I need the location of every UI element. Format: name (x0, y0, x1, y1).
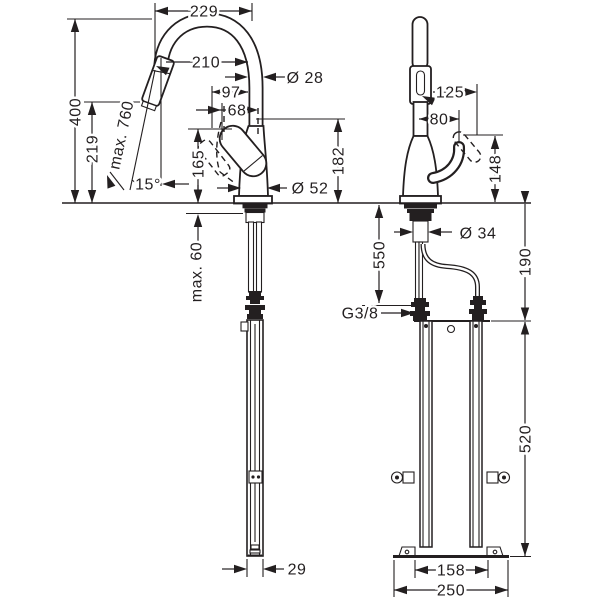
dim-label-max760: max. 760 (106, 99, 137, 171)
dim-label-210: 210 (192, 55, 220, 72)
dim-label-dia28: Ø 28 (287, 70, 324, 87)
dim-label-97: 97 (222, 85, 241, 102)
dim-label-520: 520 (518, 425, 535, 453)
angle-construction-lines (129, 58, 162, 191)
dim-label-229: 229 (190, 4, 218, 21)
mounting-box (390, 320, 511, 558)
countertop (62, 202, 531, 215)
dim-label-125: 125 (436, 85, 464, 102)
spray-head (140, 55, 175, 112)
front-view (140, 12, 273, 557)
dim-label-29: 29 (288, 562, 307, 579)
dim-label-148: 148 (488, 155, 505, 183)
dim-label-15deg: 15° (135, 177, 161, 194)
dim-label-max60: max. 60 (189, 242, 206, 302)
dim-label-550: 550 (372, 241, 389, 269)
dim-label-158: 158 (437, 563, 465, 580)
dim-label-80: 80 (430, 112, 449, 129)
faucet-body-side (399, 135, 442, 205)
mounting-hardware-front (242, 203, 268, 224)
side-view (390, 16, 511, 558)
dim-label-165: 165 (191, 150, 208, 178)
dim-label-250: 250 (437, 583, 465, 600)
hose-connector-front (245, 291, 265, 319)
dim-label-182: 182 (331, 147, 348, 175)
hose-fittings-side (410, 296, 487, 321)
spout-side (409, 16, 432, 137)
dim-label-219: 219 (85, 135, 102, 163)
dim-label-400: 400 (68, 98, 85, 126)
dashed-spray-side (452, 131, 482, 163)
supply-hoses-side (414, 241, 480, 301)
dashed-positions (129, 58, 482, 191)
dim-label-68: 68 (228, 103, 247, 120)
spout-arc (153, 12, 264, 128)
faucet-handle-side (427, 141, 466, 184)
dim-label-190: 190 (518, 248, 535, 276)
mounting-hardware-side (404, 204, 437, 243)
dimension-lines (67, 3, 531, 597)
dim-label-g38: G3/8 (342, 306, 379, 323)
dim-label-dia34: Ø 34 (460, 226, 497, 243)
dim-label-dia52: Ø 52 (292, 181, 329, 198)
sbox-front (240, 319, 264, 557)
supply-hoses-front (247, 221, 263, 293)
